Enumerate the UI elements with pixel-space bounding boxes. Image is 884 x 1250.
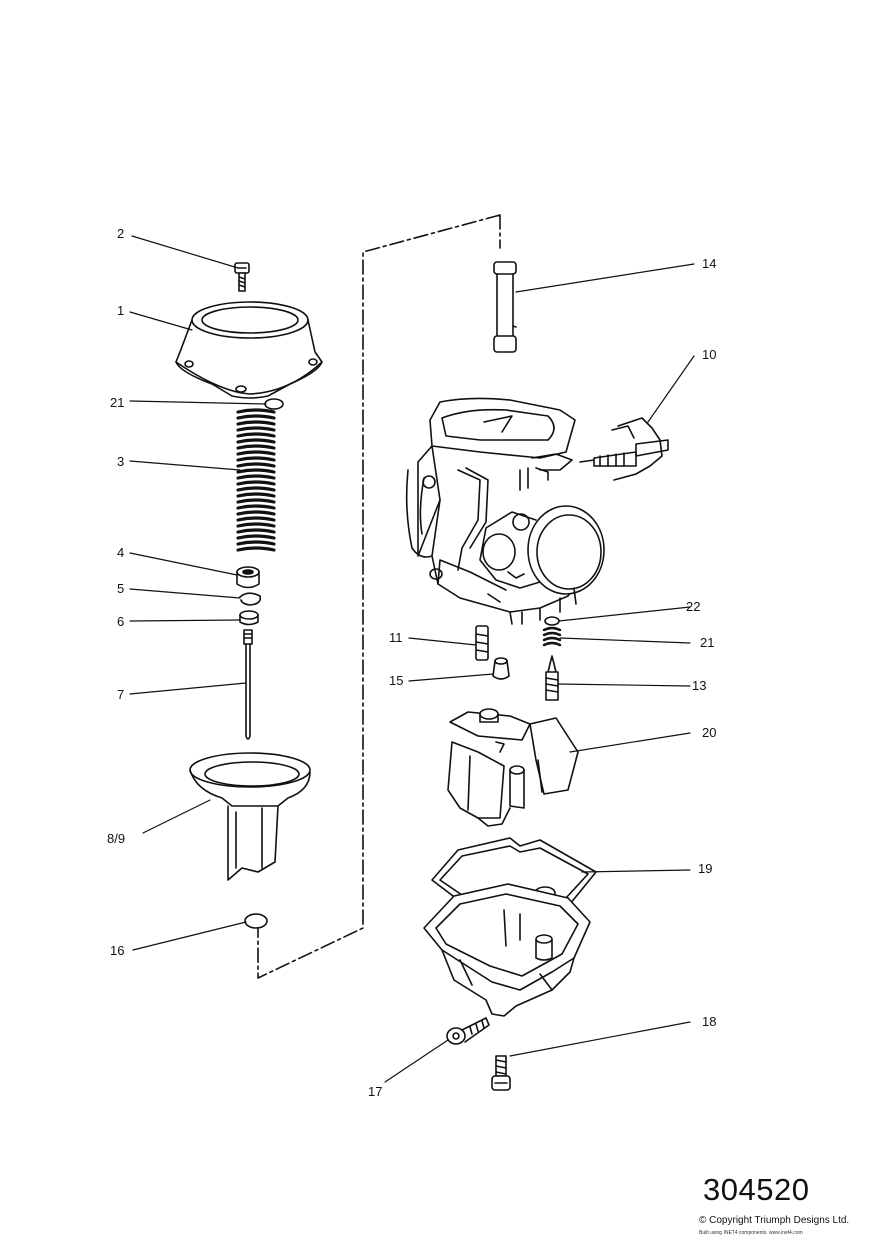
part-5-clip bbox=[239, 592, 262, 606]
part-17-bolt bbox=[491, 1055, 511, 1091]
callout-16: 17 bbox=[368, 1084, 382, 1099]
callout-21: 21 bbox=[700, 635, 714, 650]
callout-17: 18 bbox=[702, 1014, 716, 1029]
part-10-choke-plunger bbox=[579, 417, 669, 481]
part-12-pilot-screw bbox=[545, 655, 559, 701]
part-20-o-ring bbox=[264, 398, 284, 410]
part-7-needle bbox=[243, 629, 253, 740]
callout-10: 10 bbox=[702, 347, 716, 362]
callout-4: 4 bbox=[117, 545, 124, 560]
part-3-spring bbox=[236, 408, 276, 552]
float-bowl bbox=[423, 883, 591, 1017]
part-8-9-diaphragm-slide bbox=[189, 752, 311, 881]
callout-2: 2 bbox=[117, 226, 124, 241]
part-6-washer bbox=[239, 610, 259, 626]
diagram-part-number: 304520 bbox=[703, 1172, 810, 1207]
part-19-float bbox=[447, 708, 579, 827]
built-with-note: Built using INET4 components. www.inet4.… bbox=[699, 1230, 803, 1236]
carburettor-body bbox=[405, 397, 605, 625]
callout-20: 21 bbox=[110, 395, 124, 410]
callout-8-9: 8/9 bbox=[107, 831, 125, 846]
part-15-disc bbox=[244, 913, 268, 929]
part-1-top-cover bbox=[175, 301, 323, 399]
callout-12: 13 bbox=[692, 678, 706, 693]
part-22-o-ring bbox=[544, 616, 560, 626]
callout-15: 16 bbox=[110, 943, 124, 958]
callout-19: 20 bbox=[702, 725, 716, 740]
part-13-tube bbox=[493, 261, 517, 353]
copyright-notice: © Copyright Triumph Designs Ltd. bbox=[699, 1215, 850, 1226]
callout-3: 3 bbox=[117, 454, 124, 469]
callout-22: 22 bbox=[686, 599, 700, 614]
part-11-jet bbox=[475, 625, 489, 661]
callout-5: 5 bbox=[117, 581, 124, 596]
callout-1: 1 bbox=[117, 303, 124, 318]
part-16-drain-screw bbox=[446, 1017, 490, 1045]
part-4-retainer bbox=[236, 566, 260, 589]
callout-6: 6 bbox=[117, 614, 124, 629]
callout-7: 7 bbox=[117, 687, 124, 702]
leader-lines bbox=[129, 235, 695, 1083]
assembly-line bbox=[257, 214, 501, 979]
part-14-jet bbox=[492, 657, 510, 680]
part-21-spring bbox=[542, 626, 562, 647]
callout-labels: 2 1 21 3 4 5 6 7 8/9 16 14 10 11 15 22 2… bbox=[107, 226, 716, 1099]
callout-11: 11 bbox=[389, 630, 403, 645]
callout-18: 19 bbox=[698, 861, 712, 876]
callout-13: 14 bbox=[702, 256, 716, 271]
part-2-screw bbox=[234, 262, 250, 292]
callout-14: 15 bbox=[389, 673, 403, 688]
